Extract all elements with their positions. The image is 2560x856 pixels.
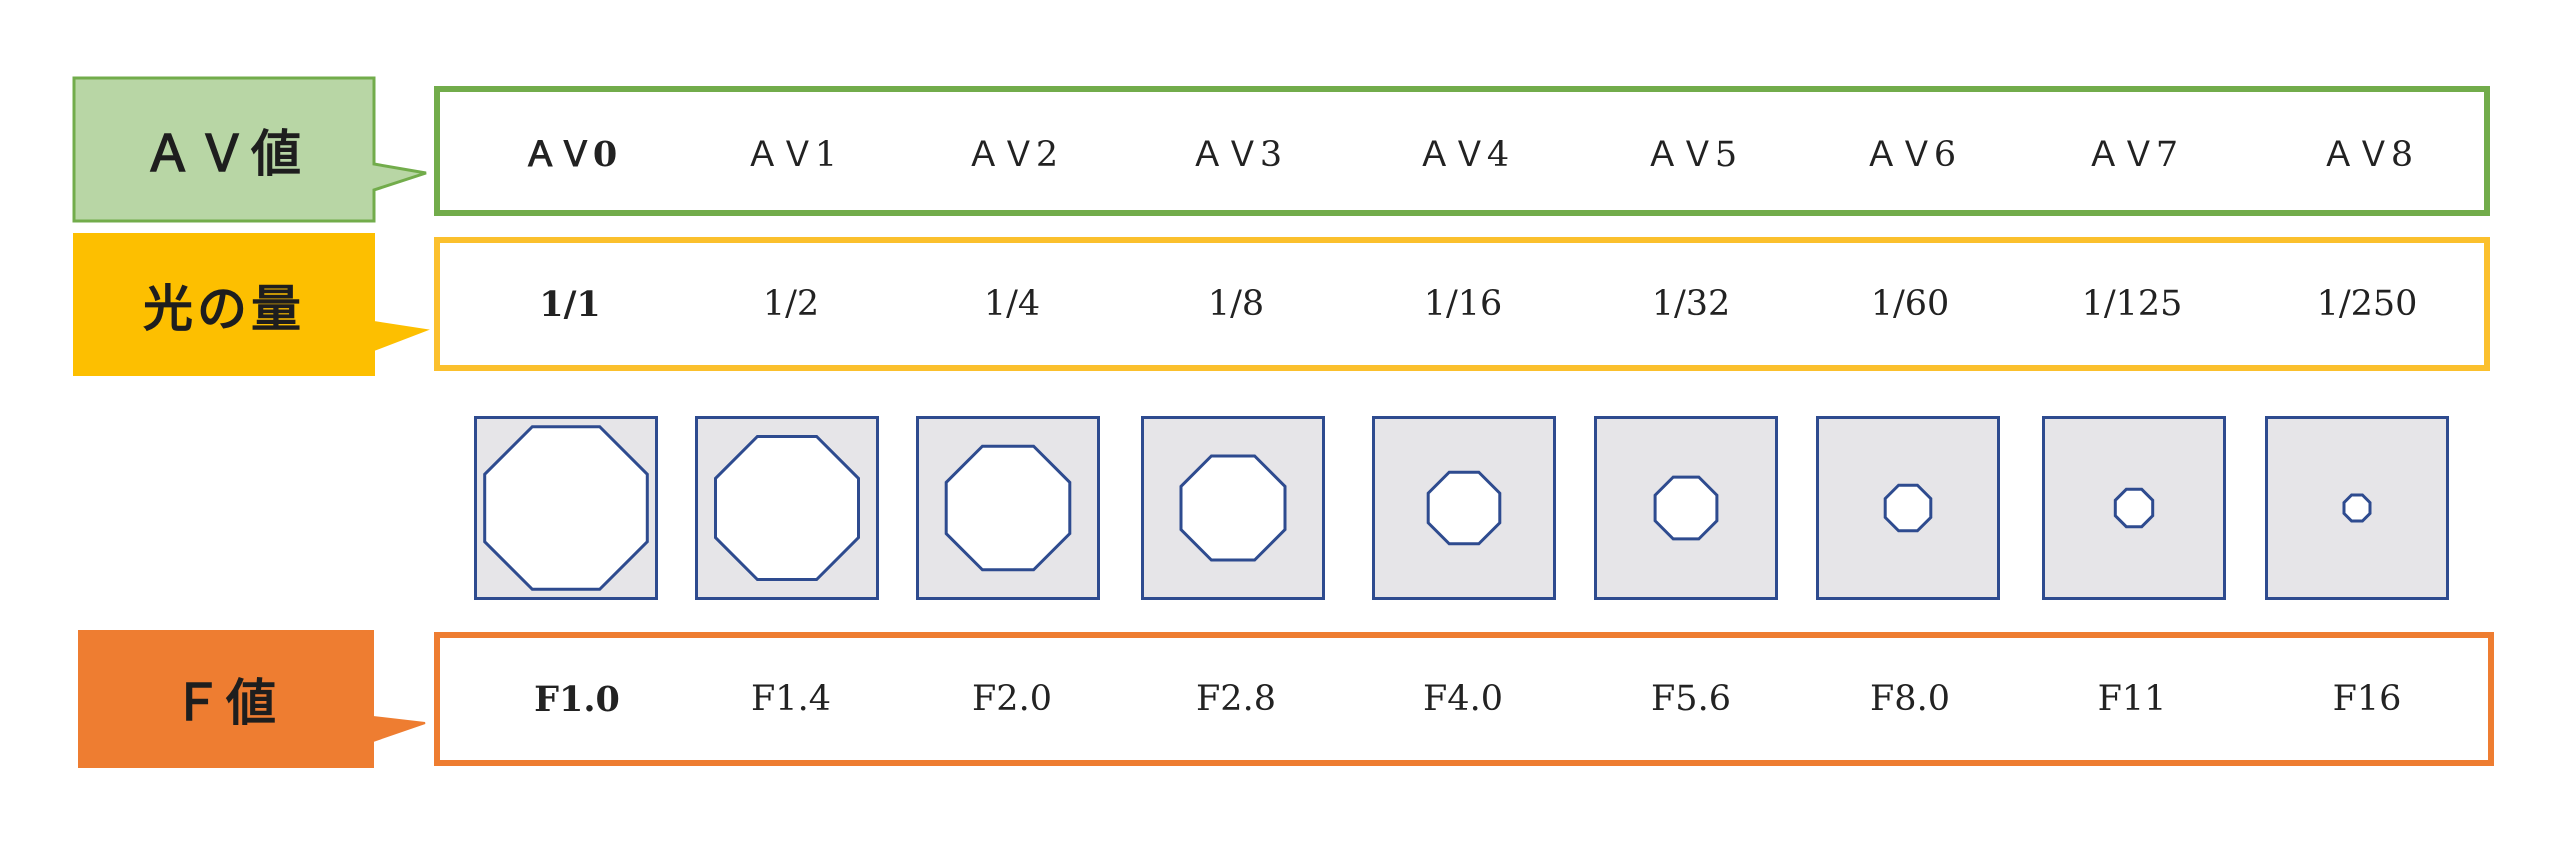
octagon-aperture-icon xyxy=(1653,475,1719,541)
av-value-0: ＡＶ0 xyxy=(522,133,618,175)
av-row: ＡＶ0 ＡＶ1 ＡＶ2 ＡＶ3 ＡＶ4 ＡＶ5 ＡＶ6 ＡＶ7 ＡＶ8 xyxy=(434,86,2490,216)
f-value-5: F5.6 xyxy=(1651,679,1731,719)
aperture-opening-8 xyxy=(2342,493,2372,523)
aperture-box-6 xyxy=(1816,416,2000,600)
f-row: F1.0 F1.4 F2.0 F2.8 F4.0 F5.6 F8.0 F11 F… xyxy=(434,632,2494,766)
av-callout-shape xyxy=(72,76,427,223)
light-callout: 光の量 xyxy=(73,233,430,376)
f-callout-shape xyxy=(78,630,426,768)
f-value-8: F16 xyxy=(2332,679,2402,719)
octagon-aperture-icon xyxy=(2113,487,2155,529)
octagon-aperture-icon xyxy=(1426,470,1502,546)
f-value-6: F8.0 xyxy=(1870,679,1950,719)
octagon-aperture-icon xyxy=(1179,454,1287,562)
aperture-opening-6 xyxy=(1883,483,1933,533)
aperture-box-7 xyxy=(2042,416,2226,600)
f-value-0: F1.0 xyxy=(534,678,620,720)
f-value-1: F1.4 xyxy=(751,679,831,719)
av-value-8: ＡＶ8 xyxy=(2320,134,2414,175)
light-value-2: 1/4 xyxy=(983,284,1041,324)
aperture-opening-7 xyxy=(2113,487,2155,529)
f-value-7: F11 xyxy=(2097,679,2167,719)
av-callout: ＡＶ値 xyxy=(72,76,427,223)
light-value-3: 1/8 xyxy=(1207,284,1265,324)
light-value-6: 1/60 xyxy=(1870,284,1950,324)
f-label: Ｆ値 xyxy=(172,673,280,732)
light-label: 光の量 xyxy=(143,278,305,338)
aperture-opening-3 xyxy=(1179,454,1287,562)
av-value-2: ＡＶ2 xyxy=(965,134,1059,175)
av-value-5: ＡＶ5 xyxy=(1644,134,1738,175)
av-value-4: ＡＶ4 xyxy=(1416,134,1510,175)
octagon-aperture-icon xyxy=(483,425,649,591)
av-value-7: ＡＶ7 xyxy=(2085,134,2179,175)
aperture-opening-4 xyxy=(1426,470,1502,546)
aperture-box-3 xyxy=(1141,416,1325,600)
av-value-6: ＡＶ6 xyxy=(1863,134,1957,175)
octagon-aperture-icon xyxy=(714,435,860,581)
av-label: ＡＶ値 xyxy=(143,123,305,183)
light-row: 1/1 1/2 1/4 1/8 1/16 1/32 1/60 1/125 1/2… xyxy=(434,237,2490,371)
aperture-opening-2 xyxy=(944,444,1072,572)
f-value-4: F4.0 xyxy=(1423,679,1503,719)
aperture-opening-0 xyxy=(483,425,649,591)
aperture-box-4 xyxy=(1372,416,1556,600)
light-callout-shape xyxy=(73,233,430,376)
light-value-1: 1/2 xyxy=(762,284,820,324)
av-value-3: ＡＶ3 xyxy=(1189,134,1283,175)
av-value-1: ＡＶ1 xyxy=(744,134,838,175)
octagon-aperture-icon xyxy=(2342,493,2372,523)
aperture-opening-5 xyxy=(1653,475,1719,541)
light-value-4: 1/16 xyxy=(1423,284,1503,324)
f-value-2: F2.0 xyxy=(972,679,1052,719)
f-value-3: F2.8 xyxy=(1196,679,1276,719)
aperture-box-2 xyxy=(916,416,1100,600)
light-value-7: 1/125 xyxy=(2081,284,2183,324)
aperture-box-0 xyxy=(474,416,658,600)
octagon-aperture-icon xyxy=(1883,483,1933,533)
f-callout: Ｆ値 xyxy=(78,630,426,768)
light-value-0: 1/1 xyxy=(539,283,601,325)
light-value-8: 1/250 xyxy=(2316,284,2418,324)
aperture-box-8 xyxy=(2265,416,2449,600)
aperture-opening-1 xyxy=(714,435,860,581)
aperture-box-1 xyxy=(695,416,879,600)
light-value-5: 1/32 xyxy=(1651,284,1731,324)
aperture-box-5 xyxy=(1594,416,1778,600)
octagon-aperture-icon xyxy=(944,444,1072,572)
